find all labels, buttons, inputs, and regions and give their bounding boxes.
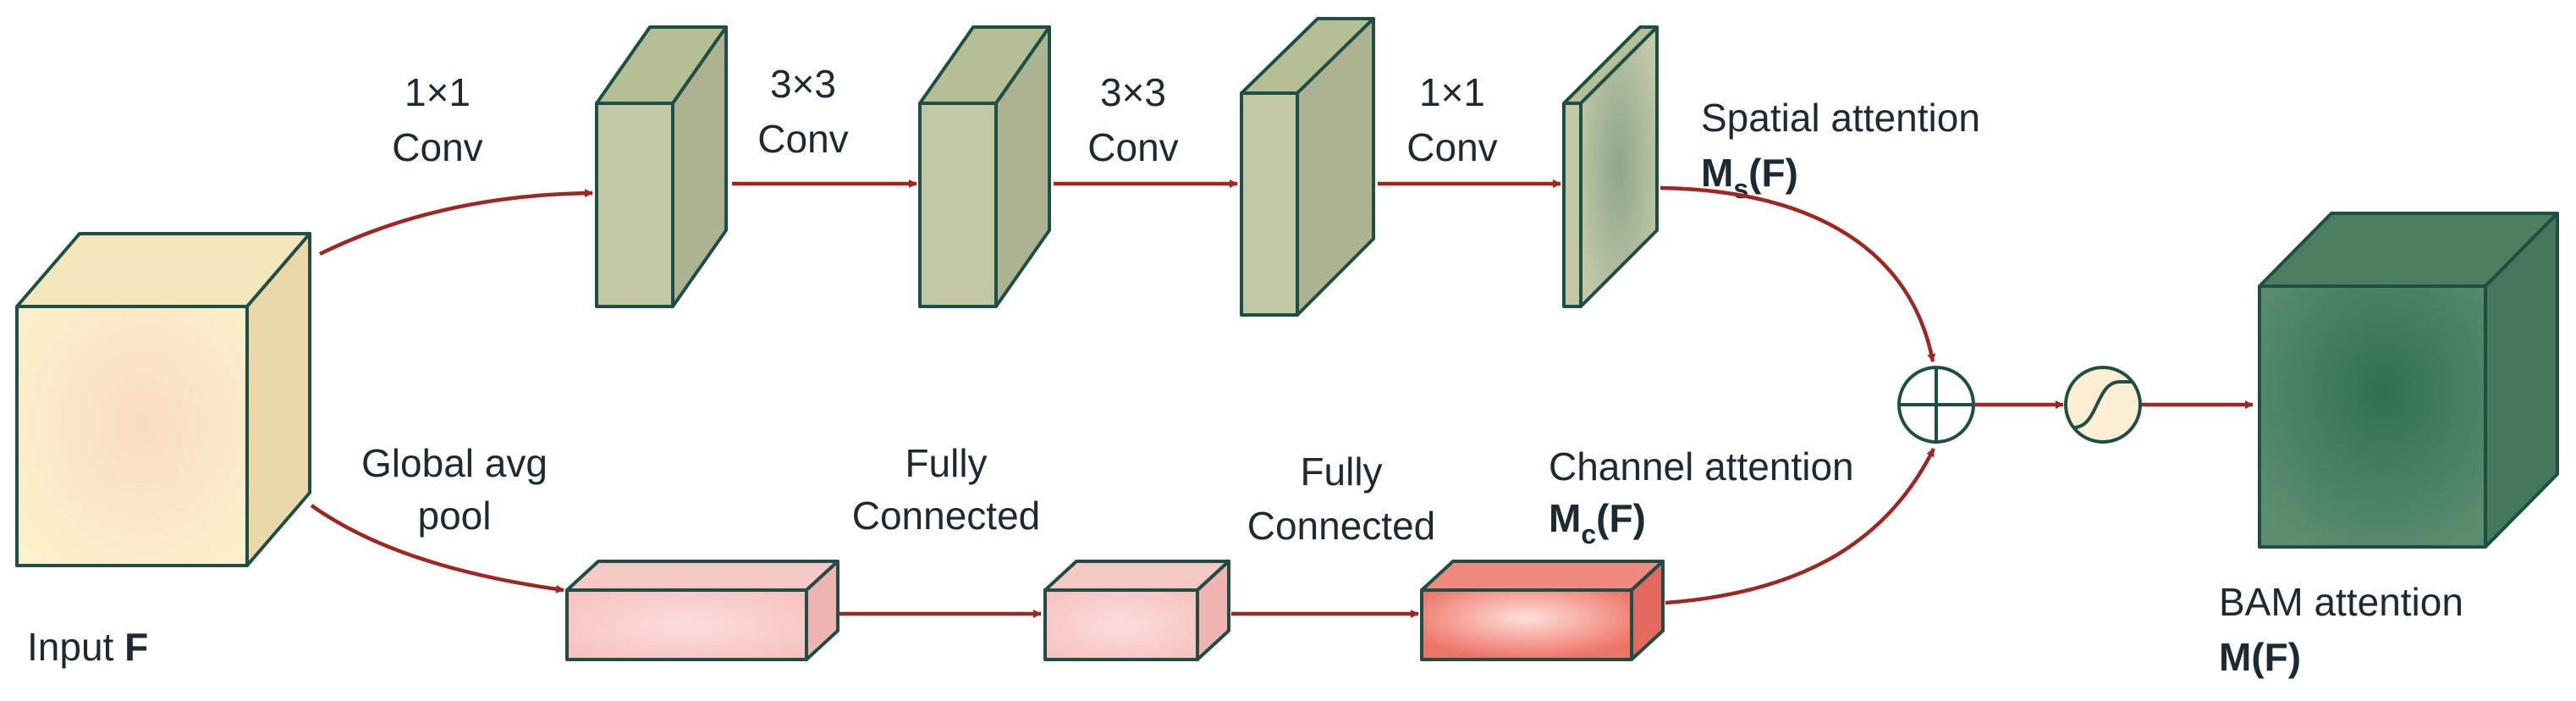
edge-input-to-conv1: [319, 189, 593, 257]
spatial-attention-title: Spatial attention: [1701, 96, 1980, 140]
channel-attention-vector: [1420, 560, 1665, 661]
plus-circle-icon: [1897, 366, 1975, 444]
op-label-fc-2: Fully: [1300, 450, 1382, 494]
op-label-fc-1-2: Connected: [852, 494, 1041, 538]
output-cube: [2258, 212, 2559, 549]
op-label-1x1-conv: 1×1: [405, 70, 471, 114]
op-label-3x3-conv-a-2: Conv: [757, 117, 848, 161]
output-title: BAM attention: [2219, 580, 2463, 624]
op-label-fc-1: Fully: [905, 441, 987, 485]
conv-block-1: [595, 25, 728, 308]
channel-attention-title: Channel attention: [1549, 444, 1854, 488]
sigmoid-icon: [2064, 366, 2142, 444]
edge-spatial-to-sum: [1660, 185, 1936, 362]
channel-attention-symbol: Mc(F): [1549, 496, 1646, 549]
spatial-attention-symbol: Ms(F): [1701, 151, 1798, 204]
op-label-1x1-conv-b: 1×1: [1419, 70, 1485, 114]
input-label: Input F: [27, 625, 148, 669]
conv-block-2: [918, 25, 1051, 308]
op-label-1x1-conv-2: Conv: [392, 125, 482, 169]
fc-block: [1043, 560, 1230, 661]
op-label-fc-2-2: Connected: [1247, 504, 1436, 548]
op-label-3x3-conv-a: 3×3: [770, 62, 836, 106]
edge-input-to-pool: [310, 504, 564, 593]
op-label-1x1-conv-b-2: Conv: [1406, 125, 1497, 169]
conv-block-3: [1240, 17, 1375, 317]
output-symbol: M(F): [2219, 635, 2301, 679]
input-cube: [15, 232, 311, 567]
edge-channel-to-sum: [1665, 447, 1936, 605]
op-label-3x3-conv-b: 3×3: [1100, 70, 1166, 114]
pool-block: [565, 560, 839, 661]
spatial-attention-map: [1562, 25, 1659, 308]
op-label-3x3-conv-b-2: Conv: [1087, 125, 1178, 169]
op-label-global-avg-pool-2: pool: [418, 494, 492, 538]
op-label-global-avg-pool: Global avg: [361, 441, 548, 485]
